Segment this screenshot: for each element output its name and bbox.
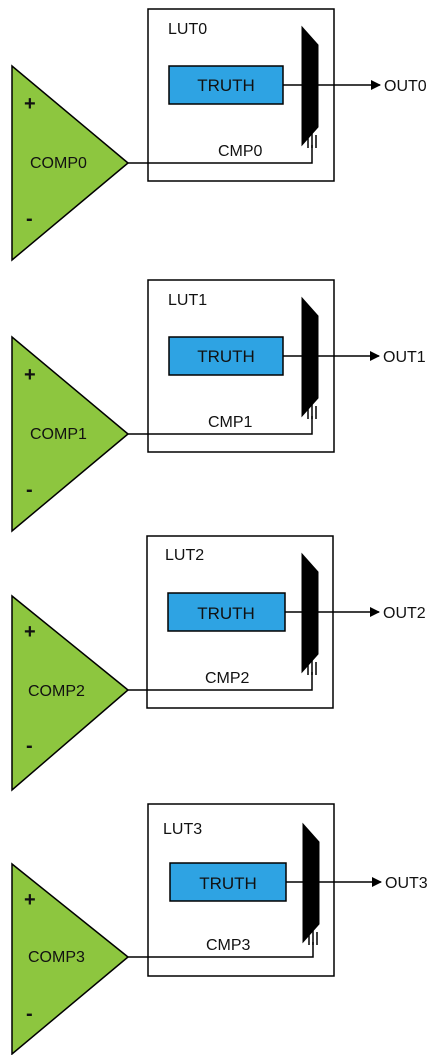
- truth-label: TRUTH: [197, 604, 255, 623]
- truth-label: TRUTH: [197, 347, 255, 366]
- mux-shape: [301, 25, 319, 147]
- cmp-signal-wire: [128, 145, 313, 164]
- block-3: + - COMP3 LUT3 TRUTH CMP3 OUT3: [11, 803, 428, 1055]
- truth-label: TRUTH: [197, 76, 255, 95]
- lut-label: LUT3: [163, 821, 202, 838]
- block-1: + - COMP1 LUT1 TRUTH CMP1 OUT1: [11, 279, 426, 533]
- comparator-label: COMP0: [30, 155, 87, 172]
- comparator-triangle: [11, 862, 130, 1055]
- lut-label: LUT2: [165, 547, 204, 564]
- output-label: OUT0: [384, 78, 427, 95]
- truth-box: [169, 862, 287, 902]
- comparator-plus-sign: +: [24, 364, 36, 386]
- block-2: + - COMP2 LUT2 TRUTH CMP2 OUT2: [11, 535, 426, 792]
- cmp-label: CMP3: [206, 937, 251, 954]
- mux-shape: [302, 822, 320, 944]
- comparator-label: COMP1: [30, 426, 87, 443]
- comparator-label: COMP3: [28, 949, 85, 966]
- cmp-label: CMP1: [208, 414, 253, 431]
- output-label: OUT2: [383, 605, 426, 622]
- truth-label: TRUTH: [199, 874, 257, 893]
- cmp-signal-wire: [128, 672, 313, 691]
- output-label: OUT1: [383, 349, 426, 366]
- comparator-triangle: [11, 594, 130, 792]
- comparator-plus-sign: +: [24, 889, 36, 911]
- lut-label: LUT1: [168, 292, 207, 309]
- lut-box: [147, 279, 335, 453]
- lut-box: [146, 535, 334, 709]
- comparator-triangle: [11, 335, 130, 533]
- comparator-triangle: [11, 64, 130, 262]
- comparator-label: COMP2: [28, 683, 85, 700]
- mux-shape: [301, 296, 319, 418]
- comparator-minus-sign: -: [26, 735, 33, 757]
- block-0: + - COMP0 LUT0 TRUTH CMP0 OUT0: [11, 8, 427, 262]
- truth-box: [168, 65, 284, 105]
- truth-box: [167, 592, 286, 632]
- comparator-plus-sign: +: [24, 621, 36, 643]
- mux-shape: [301, 552, 319, 674]
- comparator-minus-sign: -: [26, 479, 33, 501]
- output-label: OUT3: [385, 875, 428, 892]
- lut-label: LUT0: [168, 21, 207, 38]
- comparator-minus-sign: -: [26, 208, 33, 230]
- lut-box: [147, 803, 335, 977]
- cmp-label: CMP0: [218, 143, 263, 160]
- comparator-minus-sign: -: [26, 1003, 33, 1025]
- truth-box: [168, 336, 284, 376]
- cmp-signal-wire: [128, 416, 313, 435]
- comparator-plus-sign: +: [24, 93, 36, 115]
- cmp-label: CMP2: [205, 670, 250, 687]
- cmp-signal-wire: [128, 942, 314, 958]
- lut-box: [147, 8, 335, 182]
